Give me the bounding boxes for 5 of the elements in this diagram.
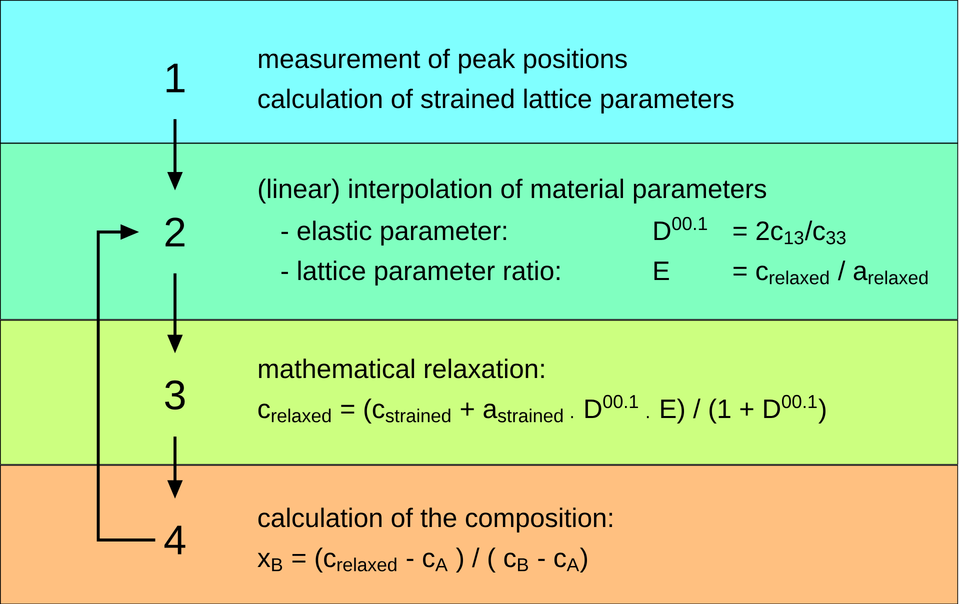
- step-number: 2: [166, 218, 184, 246]
- step-number: 4: [164, 526, 186, 554]
- arrow: [96, 224, 156, 542]
- step-number: 3: [165, 380, 185, 410]
- step-number: 1: [166, 64, 184, 92]
